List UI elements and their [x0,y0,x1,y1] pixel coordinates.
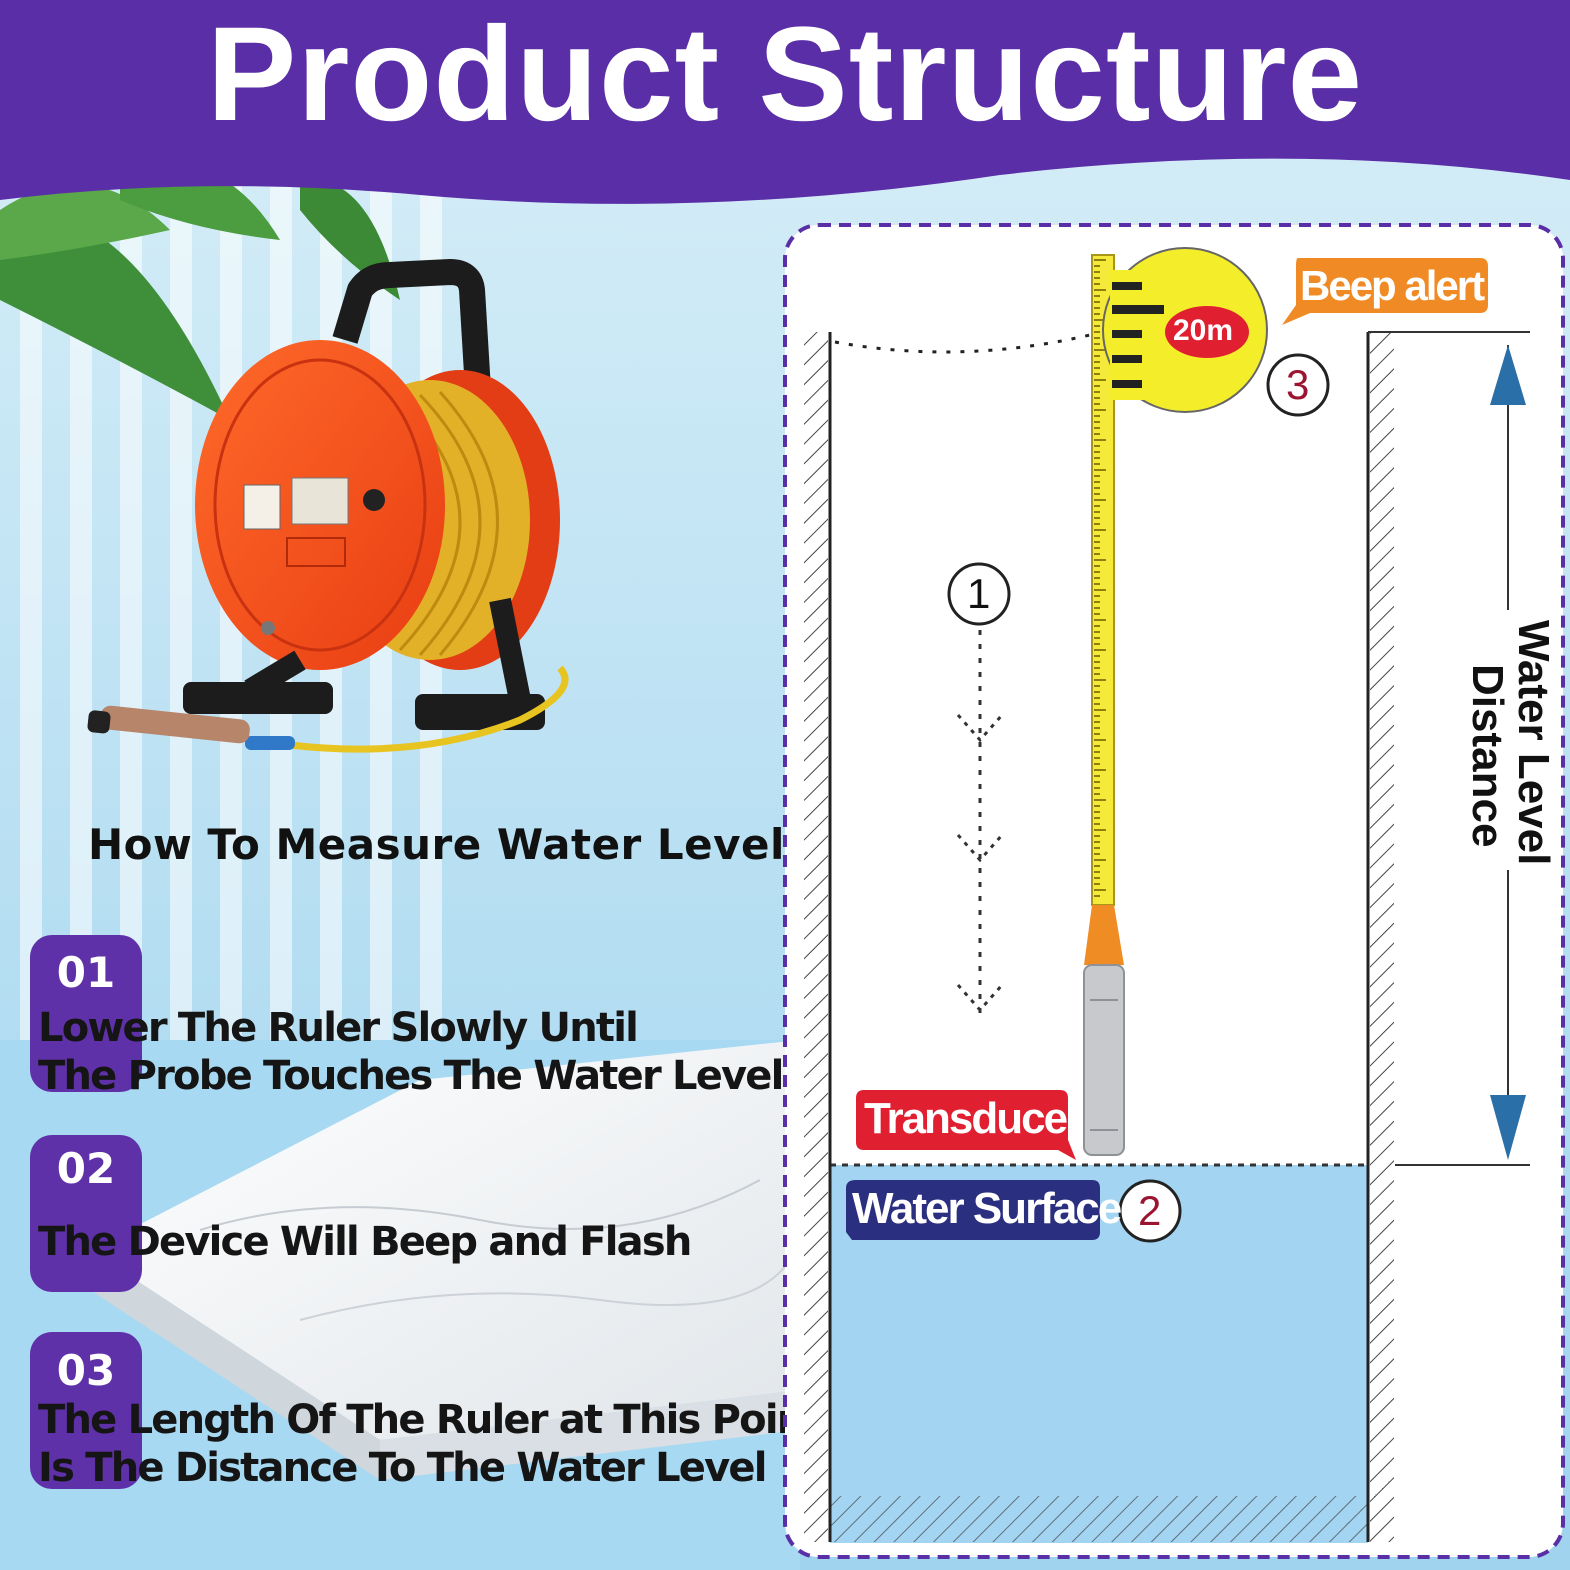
marker-3-number: 3 [1286,361,1310,408]
step-01-line2: The Probe Touches The Water Level [38,1053,784,1099]
arrow-down-icon [1490,1095,1526,1160]
ruler-mark-label: 20m [1173,314,1234,347]
distance-line1: Water Level [1509,620,1558,866]
marker-2-number: 2 [1138,1187,1162,1234]
water-surface-label: Water Surface [852,1184,1122,1233]
marker-1-number: 1 [967,570,991,617]
marker-3-circle [1266,353,1330,417]
water-surface-bubble [846,1180,1100,1240]
probe-icon [1083,964,1125,1156]
step-text-03: The Length Of The Ruler at This Point Is… [38,1396,823,1492]
left-wall-hatch [804,332,828,1542]
step-text-01: Lower The Ruler Slowly Until The Probe T… [38,1004,784,1100]
page-title: Product Structure [206,0,1364,149]
water-level-distance-label: Water Level Distance [1463,620,1558,865]
transducer-bubble [856,1090,1076,1160]
marker-1-circle [947,562,1011,626]
step-text-02: The Device Will Beep and Flash [38,1218,692,1266]
step-number-03: 03 [56,1346,116,1395]
step-badge-01 [30,935,142,1092]
beep-alert-bubble [1282,258,1488,325]
right-wall-hatch [1370,332,1394,1542]
step-03-line2: Is The Distance To The Water Level [38,1445,767,1491]
well-bottom-hatch [830,1496,1368,1542]
step-number-01: 01 [56,948,116,997]
step-badge-02 [30,1135,142,1292]
step-number-02: 02 [56,1144,116,1193]
marker-2-circle [1118,1179,1182,1243]
header-band [0,0,1570,204]
beep-alert-label: Beep alert [1300,262,1485,309]
arrow-up-icon [1490,345,1526,405]
transducer-label: Transducer [864,1094,1083,1143]
marble-plinth-icon [90,1040,800,1480]
how-to-heading: How To Measure Water Level [88,820,785,869]
distance-line2: Distance [1463,664,1512,848]
cable-reel-icon [87,259,569,753]
step-badge-03 [30,1332,142,1489]
step-03-line1: The Length Of The Ruler at This Point [38,1397,823,1443]
step-02-line1: The Device Will Beep and Flash [38,1219,692,1265]
step-01-line1: Lower The Ruler Slowly Until [38,1005,639,1051]
